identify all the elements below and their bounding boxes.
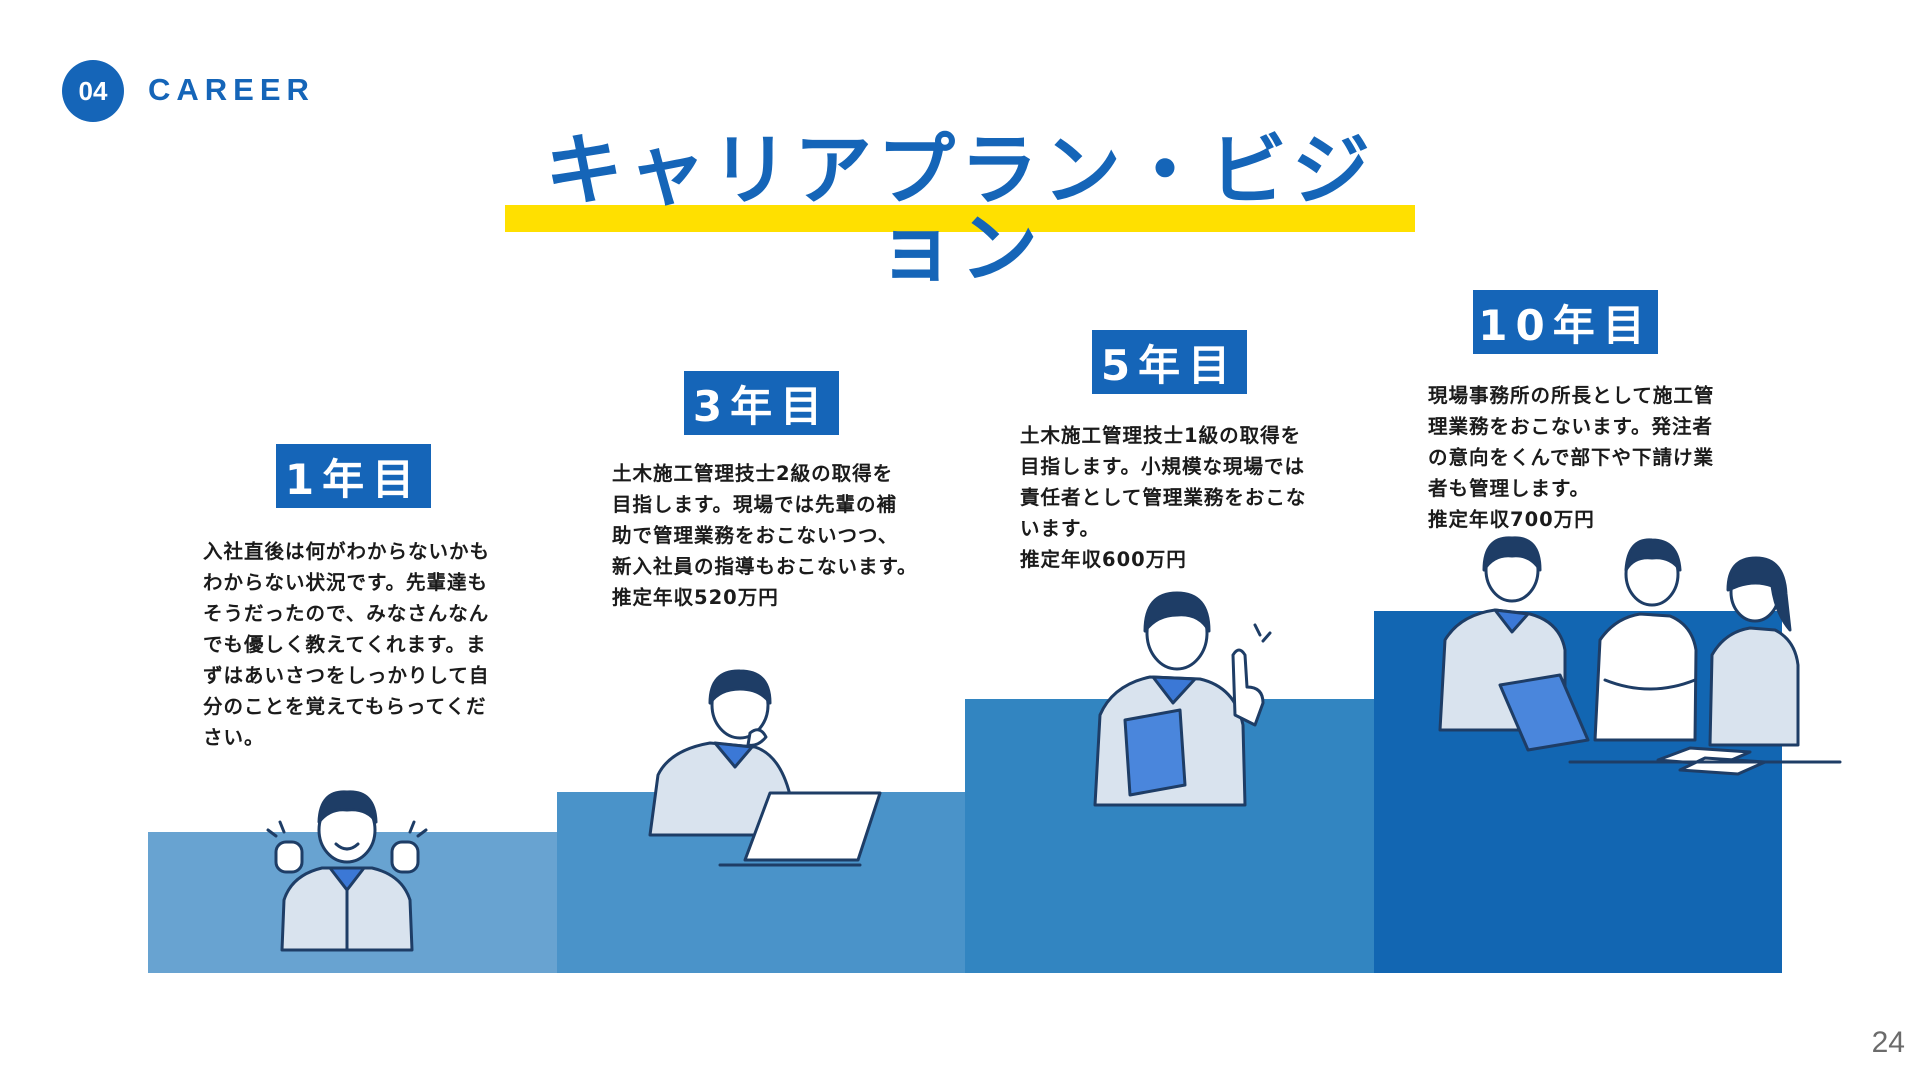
year-tag-10: 10年目 [1473, 290, 1658, 354]
step-3-description: 土木施工管理技士1級の取得を 目指します。小規模な現場では 責任者として管理業務… [1020, 424, 1307, 571]
year-tag-5: 5年目 [1092, 330, 1247, 394]
section-number-badge: 04 [62, 60, 124, 122]
page-title: キャリアプラン・ビジョン [544, 126, 1375, 294]
page-number: 24 [1871, 1026, 1905, 1059]
year-tag-1: 1年目 [276, 444, 431, 508]
thinking-worker-laptop-illustration [648, 669, 882, 867]
section-label: CAREER [148, 72, 315, 107]
cheering-worker-illustration [266, 790, 428, 952]
step-4-description: 現場事務所の所長として施工管 理業務をおこないます。発注者 の意向をくんで部下や… [1428, 384, 1715, 531]
step-2-description: 土木施工管理技士2級の取得を 目指します。現場では先輩の補 助で管理業務をおこな… [612, 462, 918, 609]
team-meeting-illustration [1438, 536, 1842, 776]
title-highlight-bar [505, 205, 1415, 232]
pointing-worker-folder-illustration [1093, 591, 1272, 807]
step-1-description: 入社直後は何がわからないかも わからない状況です。先輩達も そうだったので、みな… [203, 540, 491, 749]
year-tag-3: 3年目 [684, 371, 839, 435]
